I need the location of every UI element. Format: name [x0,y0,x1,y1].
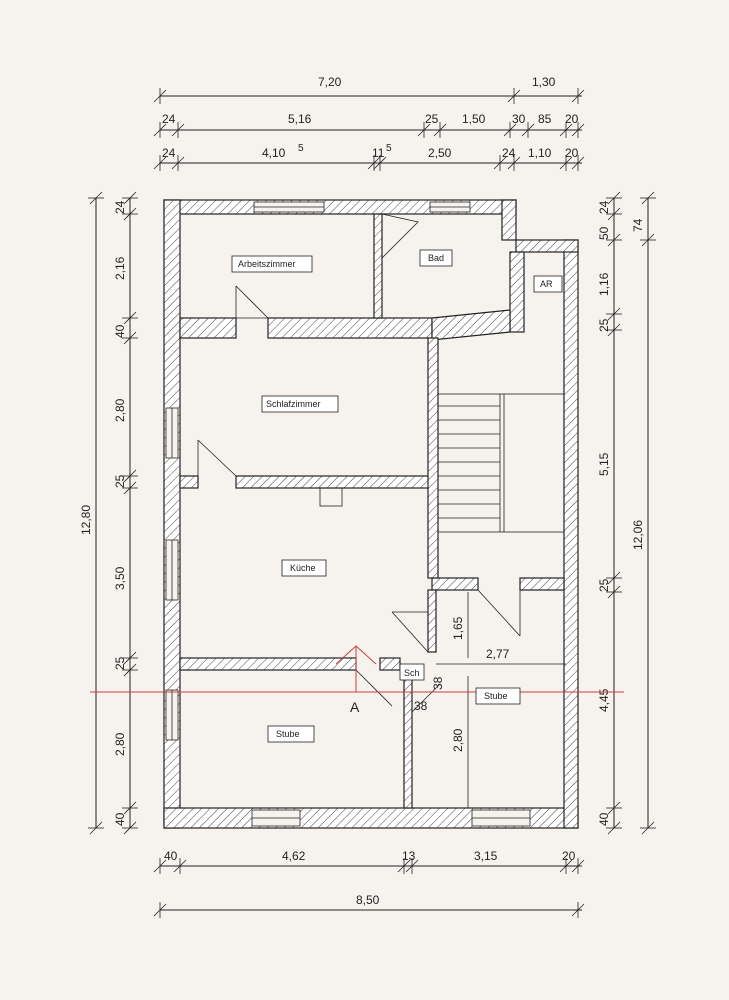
left-dimensions: 12,80 24 2,16 40 2,80 25 3,50 25 2,80 40 [79,191,138,835]
dim-4-10-sup: 5 [298,143,304,154]
dim-right-24: 24 [597,200,611,214]
dim-4-10: 4,10 [262,146,286,160]
dim-right-25: 25 [597,318,611,332]
dim-7-20: 7,20 [318,75,342,89]
right-dimensions: 24 50 1,16 25 5,15 25 4,45 40 74 12,06 [597,191,656,835]
room-label-sch: Sch [404,668,420,678]
dim-inner-38-a: 38 [431,676,445,690]
dim-right-74: 74 [631,218,645,232]
dim-bottom-20: 20 [562,849,576,863]
dim-inner-1-65: 1,65 [451,616,465,640]
dim-left-2-16: 2,16 [113,256,127,280]
dim-inner-2-77: 2,77 [486,647,510,661]
dim-12-80: 12,80 [79,505,93,535]
dim-1-30: 1,30 [532,75,556,89]
dim-bottom-3-15: 3,15 [474,849,498,863]
dim-bottom-8-50: 8,50 [356,893,380,907]
walls [163,199,579,829]
dim-right-25-b: 25 [597,578,611,592]
dim-24-c: 24 [502,146,516,160]
dim-right-4-45: 4,45 [597,688,611,712]
dim-bottom-13: 13 [402,849,416,863]
dim-right-1-16: 1,16 [597,272,611,296]
chimney: Sch [319,487,425,681]
dim-right-40: 40 [597,812,611,826]
dim-left-3-50: 3,50 [113,566,127,590]
dim-20-b: 20 [565,146,579,160]
section-marker-a: A [350,699,360,715]
dim-right-12-06: 12,06 [631,520,645,550]
dim-right-50: 50 [597,226,611,240]
dim-25: 25 [425,112,439,126]
dim-24: 24 [162,112,176,126]
staircase [437,393,565,533]
room-labels: Arbeitszimmer Bad AR Schlafzimmer Küche … [231,249,563,743]
room-label-arbeitszimmer: Arbeitszimmer [238,259,296,269]
room-label-bad: Bad [428,253,444,263]
dim-1-50: 1,50 [462,112,486,126]
dim-85: 85 [538,112,552,126]
windows [165,201,531,827]
dim-2-50: 2,50 [428,146,452,160]
room-label-schlafzimmer: Schlafzimmer [266,399,321,409]
dim-left-24: 24 [113,200,127,214]
dim-11: 11 [372,146,385,160]
dim-left-25-b: 25 [113,656,127,670]
room-label-ar: AR [540,279,553,289]
dim-left-25: 25 [113,474,127,488]
dim-20: 20 [565,112,579,126]
dim-left-40-b: 40 [113,812,127,826]
dim-inner-2-80: 2,80 [451,728,465,752]
dim-inner-38-b: 38 [414,699,428,713]
dim-left-2-80: 2,80 [113,398,127,422]
dim-left-2-80-b: 2,80 [113,732,127,756]
bottom-dimensions: 40 4,62 13 3,15 20 8,50 [153,849,585,918]
dim-5-16: 5,16 [288,112,312,126]
inner-dimensions: 1,65 2,77 2,80 38 38 [414,592,566,808]
dim-left-40: 40 [113,324,127,338]
dim-30: 30 [512,112,526,126]
room-label-stube-right: Stube [484,691,508,701]
dim-11-sup: 5 [386,143,392,154]
top-dimensions: 7,20 1,30 24 5,16 25 1,50 30 85 20 [153,75,585,171]
dim-bottom-4-62: 4,62 [282,849,306,863]
dim-1-10: 1,10 [528,146,552,160]
dim-bottom-40: 40 [164,849,178,863]
room-label-kueche: Küche [290,563,316,573]
dim-24-b: 24 [162,146,176,160]
door-swings [197,213,521,713]
dim-right-5-15: 5,15 [597,452,611,476]
section-line: A [90,645,624,715]
room-label-stube-left: Stube [276,729,300,739]
